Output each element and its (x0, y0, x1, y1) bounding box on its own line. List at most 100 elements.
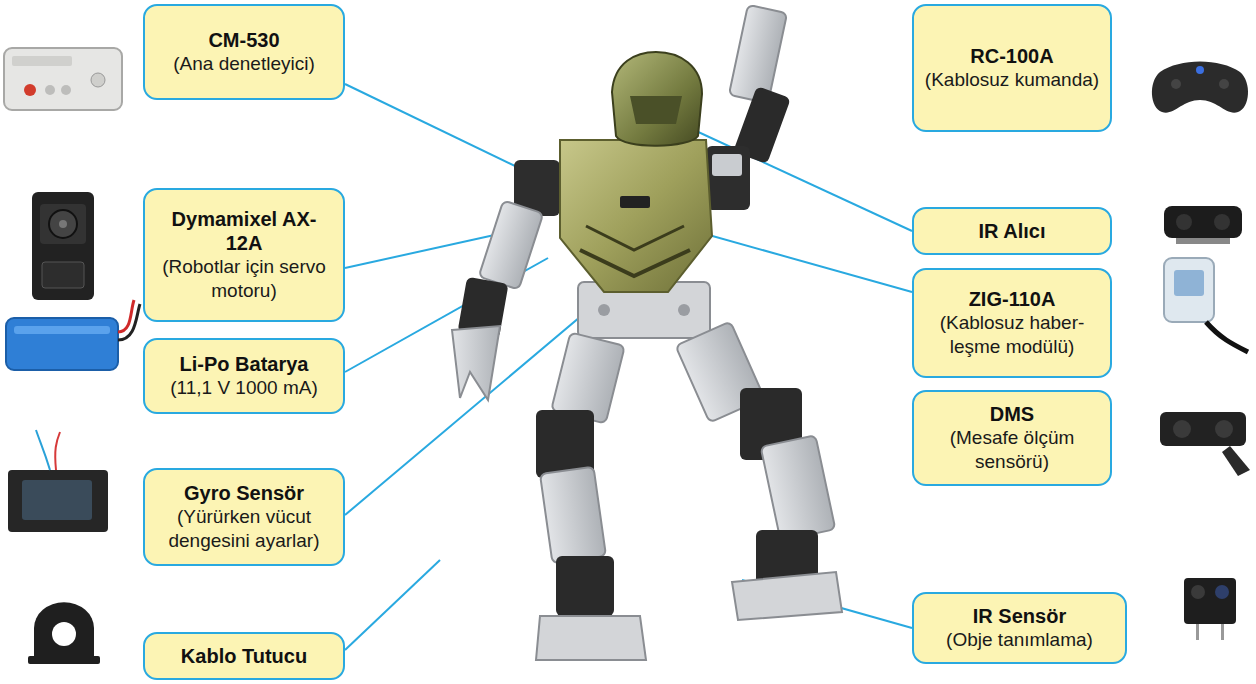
dms-sensor-icon-part (1215, 420, 1233, 438)
callout-box: Kablo Tutucu (143, 632, 345, 680)
part-description: (Yürürken vücut dengesini ayarlar) (155, 505, 333, 553)
ir-receiver-icon (1164, 206, 1242, 244)
robot-figure-part (536, 616, 646, 660)
servo-icon-part (40, 204, 86, 244)
ir-sensor-icon-part (1184, 578, 1236, 624)
zigbee-module-icon-part (1206, 322, 1248, 352)
leader-lines-part (684, 228, 912, 292)
robot-figure-part (678, 304, 690, 316)
cm530-icon (4, 48, 122, 110)
remote-icon-part (1196, 66, 1204, 74)
battery-icon-part (6, 318, 118, 370)
battery-icon-part (14, 326, 110, 334)
robot-figure (452, 5, 842, 660)
ir-sensor-icon-part (1221, 624, 1224, 640)
cm530-icon-part (4, 48, 122, 110)
gyro-sensor-icon-part (55, 432, 60, 470)
ir-sensor-icon (1184, 578, 1236, 640)
callout-box: IR Alıcı (912, 207, 1112, 255)
cable-holder-icon-part (34, 602, 94, 662)
battery-icon-part (118, 304, 140, 340)
gyro-sensor-icon-part (22, 480, 92, 520)
ir-sensor-icon-part (1196, 624, 1199, 640)
callout-box: Gyro Sensör(Yürürken vücut dengesini aya… (143, 468, 345, 566)
cable-holder-icon (28, 602, 100, 664)
servo-icon-part (59, 220, 67, 228)
dms-sensor-icon (1160, 412, 1250, 476)
battery-icon (6, 300, 140, 370)
robot-figure-part (540, 467, 606, 564)
battery-icon-part (118, 300, 134, 332)
robot-figure-part (560, 140, 712, 292)
servo-icon-part (49, 210, 77, 238)
robot-figure-part (620, 196, 650, 208)
remote-icon-part (1152, 62, 1248, 113)
robot-figure-part (452, 326, 500, 400)
part-name: Dymamixel AX-12A (155, 207, 333, 255)
robot-figure-part (551, 332, 625, 423)
part-name: RC-100A (970, 44, 1053, 68)
part-description: (Ana denetleyici) (173, 52, 315, 76)
part-name: DMS (990, 402, 1034, 426)
part-name: IR Alıcı (978, 219, 1045, 243)
dms-sensor-icon-part (1160, 412, 1246, 446)
servo-icon-part (32, 192, 94, 300)
robot-figure-part (586, 226, 684, 250)
remote-icon-part (1219, 79, 1229, 89)
callout-box: Dymamixel AX-12A(Robotlar için servo mot… (143, 188, 345, 322)
ir-receiver-icon-part (1176, 214, 1192, 230)
leader-lines-part (345, 84, 540, 178)
part-name: Gyro Sensör (184, 481, 304, 505)
robot-figure-part (598, 304, 610, 316)
callout-box: DMS(Mesafe ölçüm sensörü) (912, 390, 1112, 486)
part-description: (Mesafe ölçüm sensörü) (924, 426, 1100, 474)
callout-box: IR Sensör(Obje tanımlama) (912, 592, 1127, 664)
remote-icon-part (1171, 79, 1181, 89)
dms-sensor-icon-part (1222, 446, 1250, 476)
zigbee-module-icon-part (1164, 258, 1214, 322)
gyro-sensor-icon-part (36, 430, 50, 470)
ir-receiver-icon-part (1214, 214, 1230, 230)
robot-figure-part (712, 154, 742, 176)
dms-sensor-icon-part (1173, 420, 1191, 438)
part-description: (Robotlar için servo motoru) (155, 255, 333, 303)
callout-box: Li-Po Batarya(11,1 V 1000 mA) (143, 338, 345, 414)
part-description: (Obje tanımlama) (946, 628, 1093, 652)
ir-sensor-icon-part (1191, 585, 1205, 599)
cable-holder-icon-part (28, 656, 100, 664)
part-description: (11,1 V 1000 mA) (170, 376, 318, 400)
cm530-icon-part (12, 56, 72, 66)
remote-icon (1152, 62, 1248, 113)
part-name: IR Sensör (973, 604, 1066, 628)
part-description: (Kablosuz kumanda) (925, 68, 1099, 92)
cm530-icon-part (91, 73, 105, 87)
zigbee-module-icon-part (1174, 270, 1204, 296)
robot-figure-part (732, 572, 842, 620)
callout-box: ZIG-110A(Kablosuz haber-leşme modülü) (912, 268, 1112, 378)
ir-receiver-icon-part (1176, 238, 1230, 244)
robot-figure-part (761, 435, 836, 541)
cable-holder-icon-part (52, 622, 76, 646)
cm530-icon-part (61, 85, 71, 95)
servo-icon (32, 192, 94, 300)
part-name: Kablo Tutucu (181, 644, 307, 668)
part-name: CM-530 (208, 28, 279, 52)
robot-figure-part (706, 146, 750, 210)
part-name: ZIG-110A (969, 287, 1056, 311)
gyro-sensor-icon-part (8, 470, 108, 532)
robot-figure-part (630, 96, 682, 124)
leader-lines-part (345, 560, 440, 650)
ir-receiver-icon-part (1164, 206, 1242, 238)
cm530-icon-part (24, 84, 36, 96)
robot-figure-part (580, 250, 690, 276)
ir-sensor-icon-part (1215, 585, 1229, 599)
callout-box: RC-100A(Kablosuz kumanda) (912, 4, 1112, 132)
servo-icon-part (42, 262, 84, 288)
robot-figure-part (612, 52, 702, 146)
gyro-sensor-icon (8, 430, 108, 532)
callout-box: CM-530(Ana denetleyici) (143, 4, 345, 100)
leader-lines (345, 84, 912, 650)
robot-figure-part (556, 556, 614, 616)
zigbee-module-icon (1164, 258, 1248, 352)
